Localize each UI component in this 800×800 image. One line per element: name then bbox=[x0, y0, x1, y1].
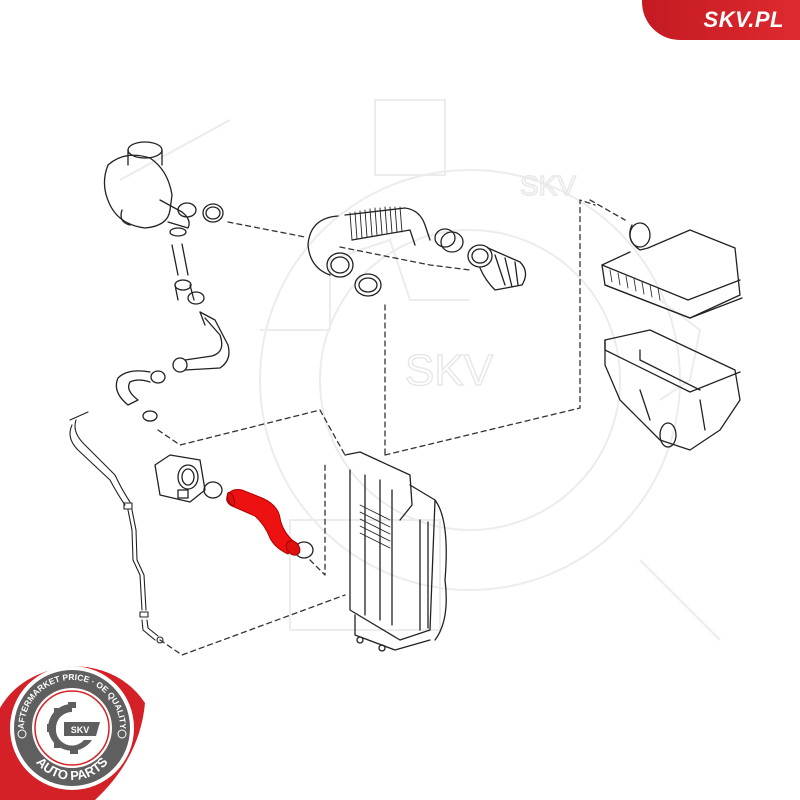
clamp-throttle-drawing bbox=[203, 481, 223, 499]
turbocharger-drawing bbox=[103, 141, 197, 237]
skv-auto-parts-badge: AFTERMARKET PRICE · OE QUALITY AUTO PART… bbox=[0, 666, 145, 800]
air-flow-adapter-drawing bbox=[467, 244, 527, 291]
throttle-body-drawing bbox=[154, 454, 206, 503]
gear-icon bbox=[47, 702, 92, 754]
corrugated-intake-duct-drawing bbox=[307, 206, 464, 297]
intercooler-drawing bbox=[344, 451, 447, 652]
brand-tab[interactable]: SKV.PL bbox=[642, 0, 800, 40]
vent-line-drawing bbox=[69, 411, 164, 644]
charge-pipe-drawing bbox=[115, 243, 230, 422]
leader-lines bbox=[157, 199, 626, 656]
svg-text:SKV: SKV bbox=[71, 725, 90, 735]
air-filter-upper-drawing bbox=[601, 222, 743, 319]
air-filter-lower-drawing bbox=[604, 329, 741, 451]
charge-air-hose-highlighted[interactable] bbox=[226, 489, 303, 558]
brand-site-label: SKV.PL bbox=[703, 7, 784, 32]
clamp-turbo-outlet-drawing bbox=[202, 203, 224, 223]
